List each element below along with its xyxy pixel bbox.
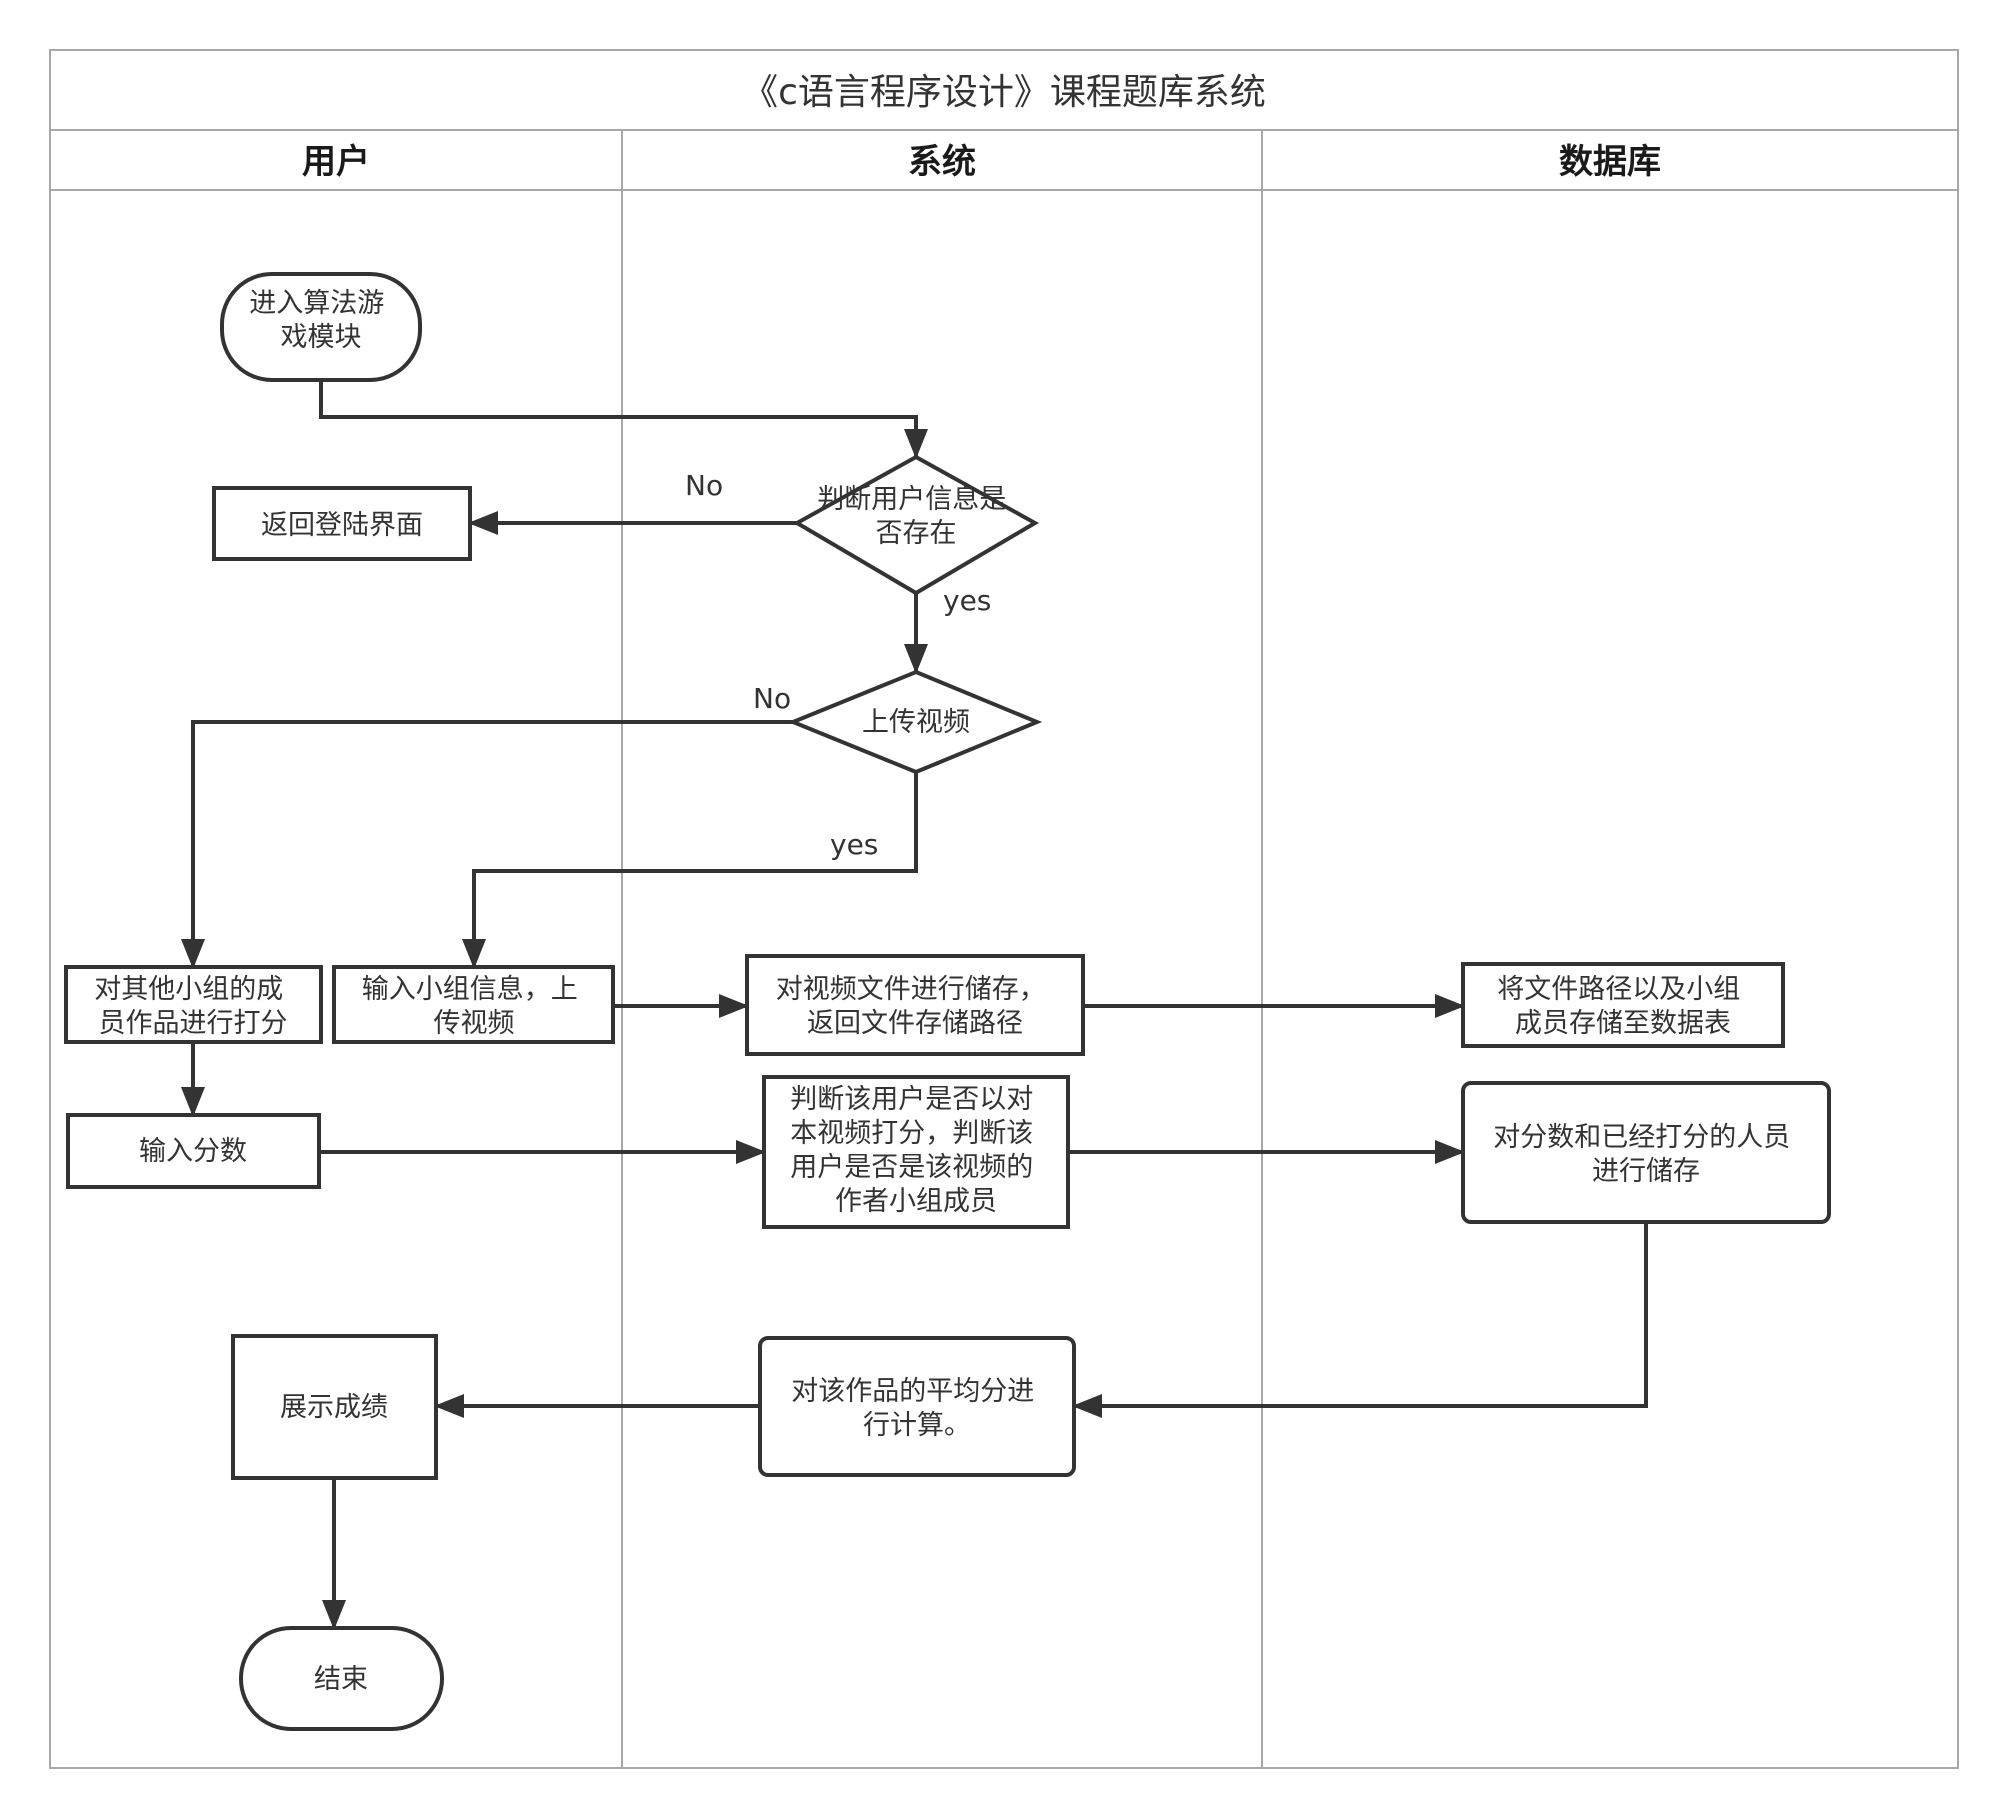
edge-upload-yes: [462, 772, 918, 969]
node-back-login[interactable]: [212, 486, 472, 561]
node-store-score-label: 对分数和已经打分的人员 进行储存: [1493, 1122, 1799, 1187]
node-check-user-label: 判断用户信息是 否存在: [817, 484, 1015, 549]
node-enter-game-label: 进入算法游 戏模块: [249, 288, 393, 353]
node-check-user-decision[interactable]: [792, 454, 1040, 596]
node-store-video-label: 对视频文件进行储存， 返回文件存储路径: [776, 974, 1055, 1039]
node-calc-average-label: 对该作品的平均分进 行计算。: [791, 1376, 1043, 1441]
node-upload-video-decision[interactable]: [787, 669, 1043, 775]
edge-upload-no: [181, 720, 793, 969]
lane-header-system: 系统: [908, 142, 976, 182]
node-enter-game[interactable]: [220, 272, 422, 382]
node-input-group-info[interactable]: [332, 965, 615, 1044]
node-input-group-info-label: 输入小组信息，上 传视频: [362, 974, 587, 1039]
nodes: 进入算法游 戏模块 判断用户信息是 否存在 返回登陆界面 上传视频 对其他小组的…: [64, 272, 1831, 1731]
diagram-title: 《c语言程序设计》课程题库系统: [742, 72, 1266, 113]
node-store-video[interactable]: [745, 954, 1085, 1056]
swimlane-frame: [49, 49, 1959, 1769]
diagram-border: [49, 49, 1959, 1769]
node-store-score[interactable]: [1461, 1081, 1831, 1224]
node-score-others-label: 对其他小组的成 员作品进行打分: [94, 974, 292, 1039]
lane-header-user: 用户: [302, 142, 370, 182]
node-score-others[interactable]: [64, 965, 323, 1044]
edge-label-upload-no: No: [753, 682, 791, 715]
node-input-score[interactable]: [66, 1113, 321, 1189]
node-upload-video-label: 上传视频: [862, 707, 970, 738]
node-back-login-label: 返回登陆界面: [261, 510, 423, 541]
node-check-scoring[interactable]: [762, 1075, 1070, 1229]
node-check-scoring-label: 判断该用户是否以对 本视频打分，判断该 用户是否是该视频的 作者小组成员: [790, 1084, 1042, 1217]
edge-store-to-average: [1072, 1222, 1648, 1418]
edge-label-check-no: No: [685, 469, 723, 502]
node-end-label: 结束: [314, 1664, 368, 1695]
node-input-score-label: 输入分数: [139, 1136, 247, 1167]
edges: [181, 380, 1648, 1630]
node-save-path[interactable]: [1461, 962, 1785, 1048]
node-save-path-label: 将文件路径以及小组 成员存储至数据表: [1497, 974, 1749, 1039]
edge-enter-to-check: [319, 380, 928, 459]
node-calc-average[interactable]: [758, 1336, 1076, 1477]
node-end[interactable]: [239, 1626, 444, 1731]
edge-label-check-yes: yes: [943, 584, 991, 617]
lane-header-database: 数据库: [1559, 142, 1661, 182]
node-show-result[interactable]: [231, 1334, 438, 1480]
node-show-result-label: 展示成绩: [280, 1392, 388, 1423]
edge-label-upload-yes: yes: [830, 828, 878, 861]
